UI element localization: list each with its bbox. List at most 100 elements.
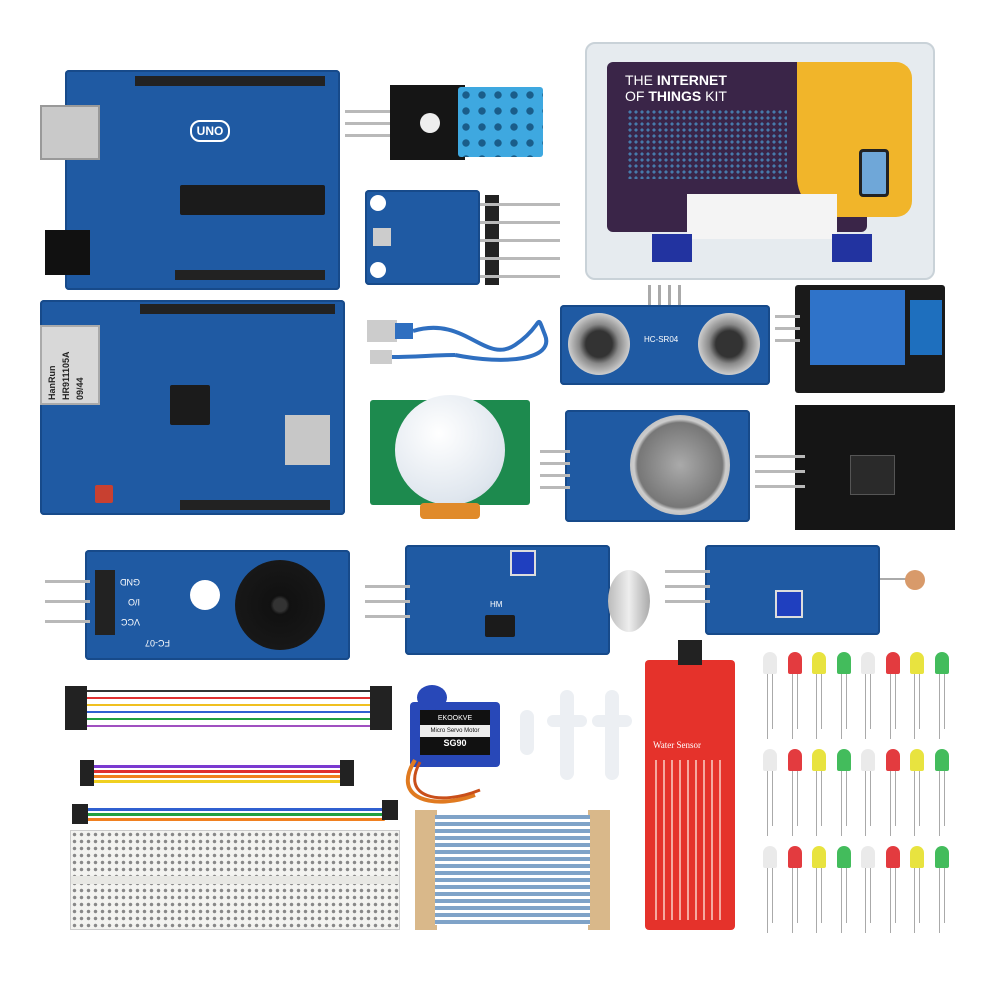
led-leg xyxy=(938,674,940,739)
led-leg xyxy=(821,868,822,923)
servo-model: SG90 xyxy=(443,738,467,748)
led-leg xyxy=(767,868,768,933)
led xyxy=(763,846,777,868)
led-leg xyxy=(894,771,896,826)
led-leg xyxy=(919,771,920,826)
led-leg xyxy=(840,868,842,933)
led-leg xyxy=(845,868,847,923)
photoresistor xyxy=(905,570,925,590)
led-leg xyxy=(914,868,915,933)
led-leg xyxy=(870,771,871,826)
led xyxy=(836,749,851,771)
led xyxy=(812,652,826,674)
box-title-line2: OF THINGS KIT xyxy=(625,88,727,104)
led-leg xyxy=(943,674,945,729)
water-sensor-label: Water Sensor xyxy=(653,740,702,750)
led xyxy=(787,749,802,771)
water-sensor: Water Sensor xyxy=(645,640,735,930)
led-leg xyxy=(796,674,798,729)
hall-sensor-module xyxy=(755,405,955,530)
servo-type: Micro Servo Motor xyxy=(420,725,490,737)
usb-cable xyxy=(367,319,549,364)
led xyxy=(763,652,777,674)
bmp-sensor-module xyxy=(365,190,480,285)
led xyxy=(836,846,851,868)
led xyxy=(787,652,802,674)
led-leg xyxy=(845,674,847,729)
led xyxy=(910,846,924,868)
led-leg xyxy=(919,674,920,729)
breadboard xyxy=(70,830,400,930)
led-leg xyxy=(796,771,798,826)
led xyxy=(861,652,875,674)
led xyxy=(812,846,826,868)
led xyxy=(910,749,924,771)
dht11-sensor-module xyxy=(345,85,545,160)
led-leg xyxy=(816,674,817,739)
led xyxy=(885,846,900,868)
servo-brand: EKOOKVE xyxy=(437,715,473,722)
led-leg xyxy=(870,674,871,729)
led-leg xyxy=(938,771,940,836)
sound-sensor-module: HM xyxy=(405,545,610,655)
led-leg xyxy=(919,868,920,923)
led-leg xyxy=(840,674,842,739)
led-leg xyxy=(767,771,768,836)
servo-motor-sg90: EKOOKVE Micro Servo Motor SG90 xyxy=(405,680,510,810)
led xyxy=(885,749,900,771)
led-leg xyxy=(889,674,891,739)
led xyxy=(861,846,875,868)
led xyxy=(934,749,949,771)
led xyxy=(861,749,875,771)
rj45-jack: HanRun HR911105A 09/44 xyxy=(40,325,100,405)
ultrasonic-label: HC-SR04 xyxy=(644,335,679,344)
ethernet-shield: HanRun HR911105A 09/44 xyxy=(40,300,345,515)
iot-kit-box: THE INTERNET OF THINGS KIT xyxy=(585,42,935,280)
led-leg xyxy=(870,868,871,923)
led-leg xyxy=(791,771,793,836)
led-leg xyxy=(914,771,915,836)
led-leg xyxy=(914,674,915,739)
led-leg xyxy=(845,771,847,826)
led xyxy=(763,749,777,771)
led-leg xyxy=(865,868,866,933)
led xyxy=(787,846,802,868)
led-leg xyxy=(865,674,866,739)
led-leg xyxy=(772,674,773,729)
led-leg xyxy=(889,771,891,836)
led-leg xyxy=(772,868,773,923)
led-leg xyxy=(865,771,866,836)
led-leg xyxy=(821,674,822,729)
ultrasonic-sensor-hc-sr04: HC-SR04 xyxy=(560,305,770,385)
led xyxy=(812,749,826,771)
led-leg xyxy=(938,868,940,933)
led-leg xyxy=(767,674,768,739)
phone-icon xyxy=(859,149,889,197)
resistors xyxy=(415,810,610,930)
led-leg xyxy=(796,868,798,923)
led xyxy=(934,846,949,868)
led-leg xyxy=(816,868,817,933)
servo-horns xyxy=(520,685,635,785)
led-leg xyxy=(791,868,793,933)
sound-label: HM xyxy=(490,600,503,609)
led-leg xyxy=(943,771,945,826)
led-leg xyxy=(840,771,842,836)
arduino-uno-board: UNO xyxy=(40,70,340,290)
led xyxy=(934,652,949,674)
gas-sensor-module xyxy=(565,410,750,522)
uno-logo: UNO xyxy=(190,120,230,142)
led xyxy=(885,652,900,674)
box-title-line1: THE INTERNET xyxy=(625,72,727,88)
light-sensor-module xyxy=(705,545,880,635)
led-leg xyxy=(821,771,822,826)
led xyxy=(836,652,851,674)
led-leg xyxy=(791,674,793,739)
led-leg xyxy=(894,868,896,923)
led-leg xyxy=(772,771,773,826)
led xyxy=(910,652,924,674)
led-leg xyxy=(943,868,945,923)
buzzer-label: FC-07 xyxy=(145,638,171,648)
